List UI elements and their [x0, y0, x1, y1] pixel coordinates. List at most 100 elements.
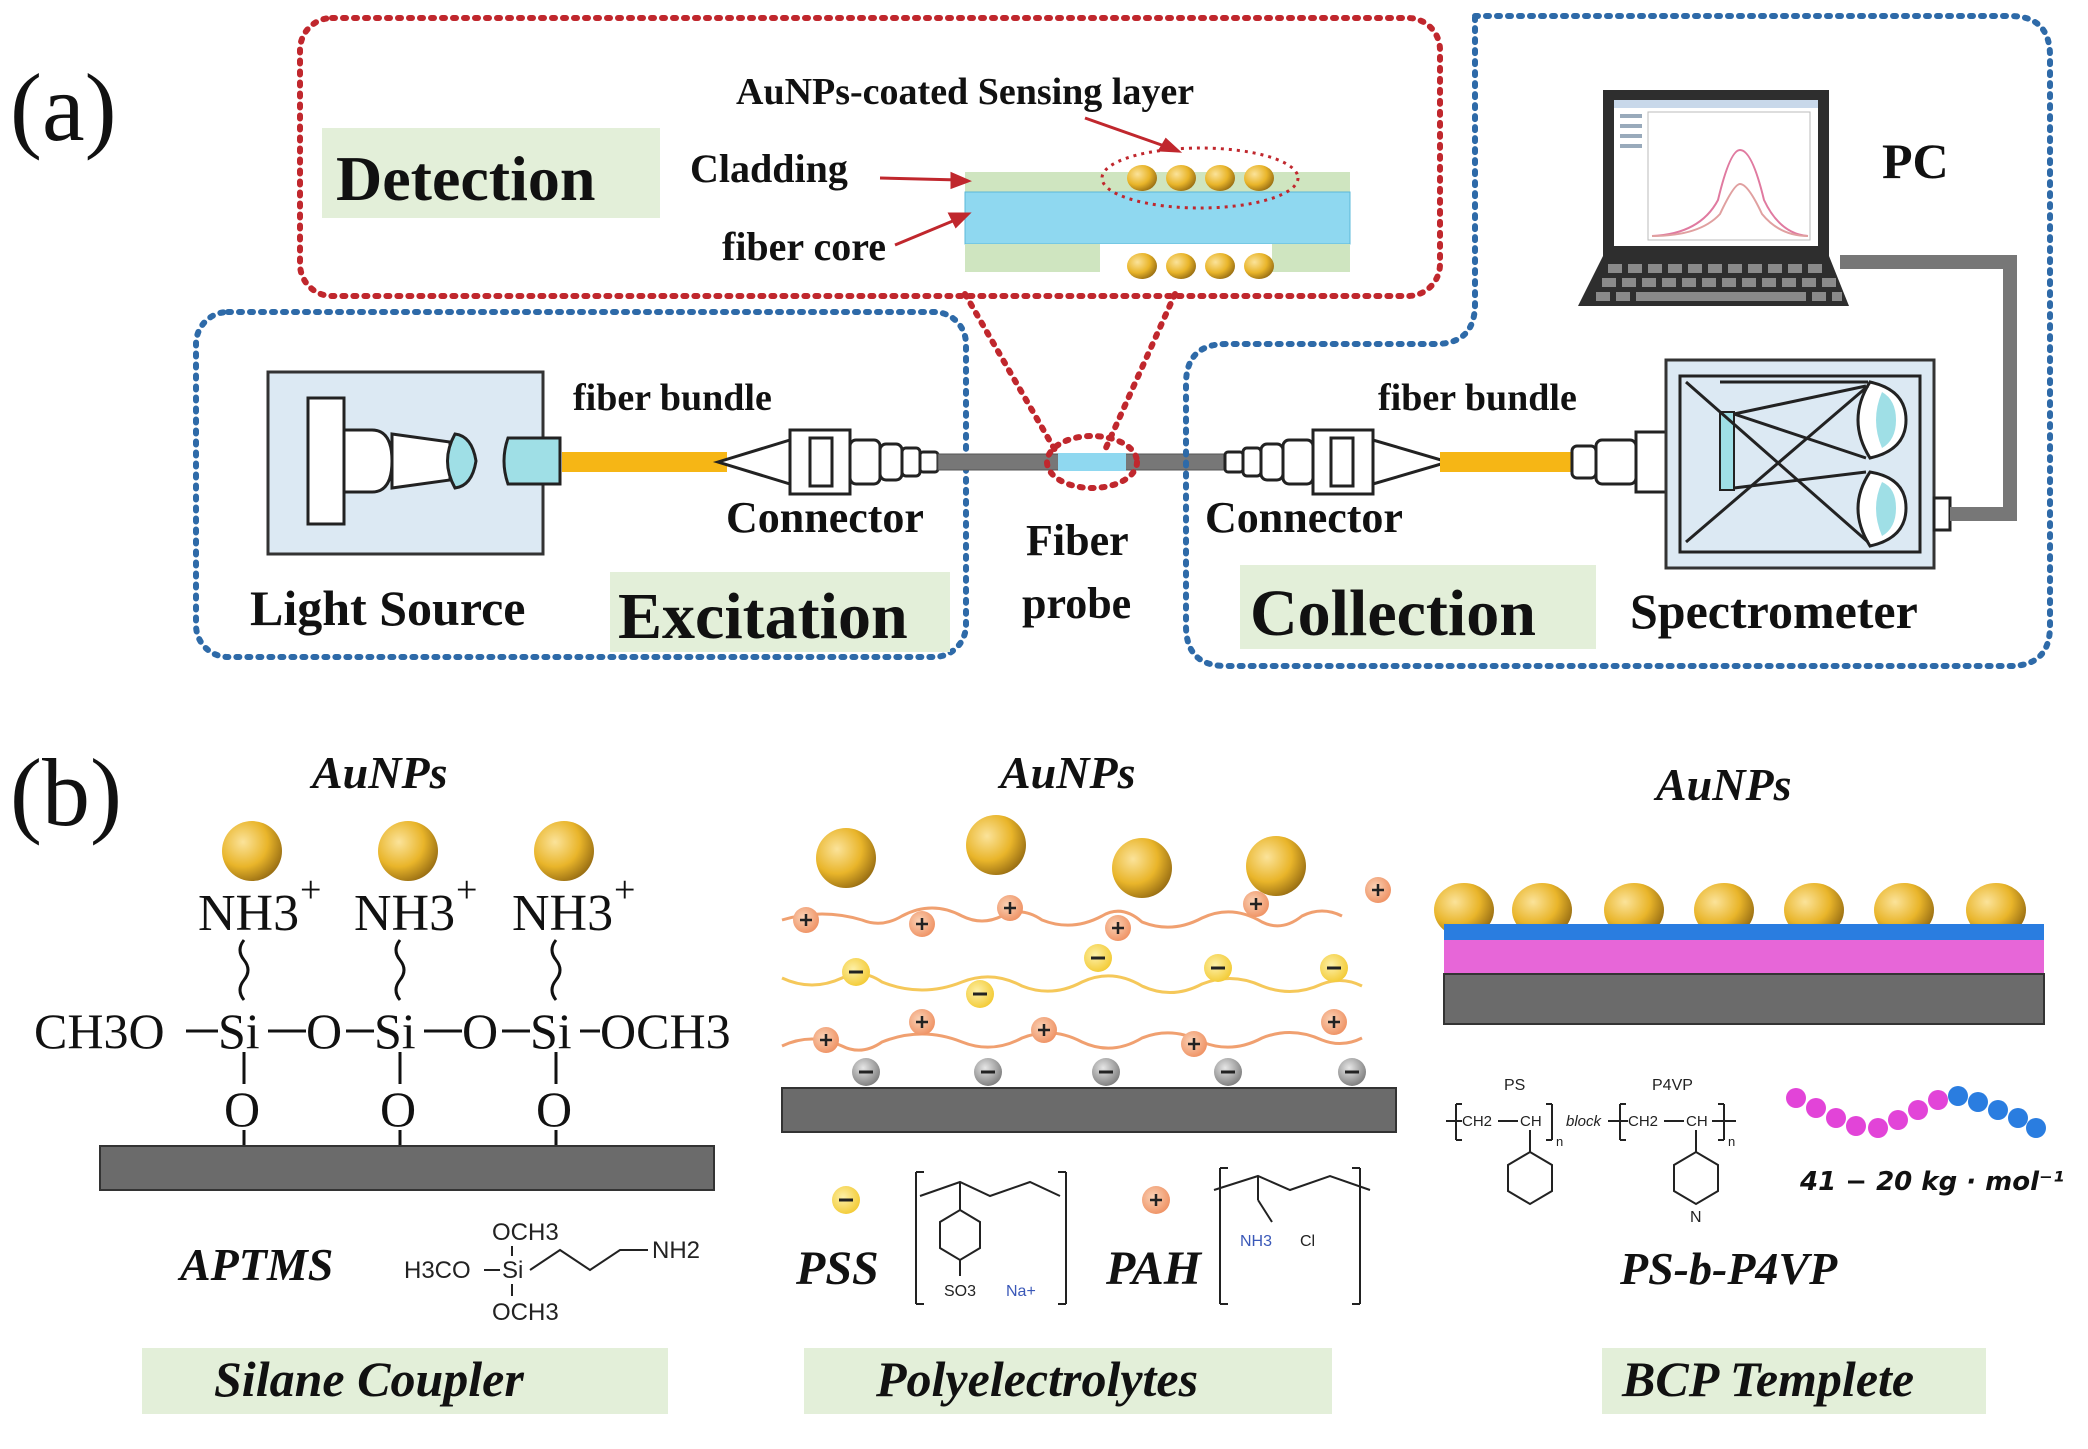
- light-source-label: Light Source: [250, 580, 526, 636]
- svg-text:O: O: [380, 1081, 416, 1137]
- svg-text:NH3: NH3: [1240, 1233, 1272, 1250]
- bcp-aunps-row: [1434, 883, 2026, 937]
- fiber-bundle-right-label: fiber bundle: [1378, 377, 1577, 419]
- polyelectrolytes-box: [804, 1348, 1332, 1414]
- aptms-structure: OCH3 H3CO Si NH2 OCH3: [404, 1219, 700, 1326]
- aunps-label-bcp: AuNPs: [1653, 759, 1791, 810]
- fiber-bundle-right: [1440, 452, 1578, 472]
- svg-text:P4VP: P4VP: [1652, 1077, 1693, 1094]
- pc-label: PC: [1882, 133, 1949, 189]
- fiber-bundle-left: [562, 452, 727, 472]
- svg-text:n: n: [1556, 1134, 1563, 1149]
- svg-text:Cl: Cl: [1300, 1233, 1315, 1250]
- siloxane-chain: CH3O Si O Si O Si OCH3 O O O: [34, 1003, 731, 1137]
- aunp: [1112, 838, 1172, 898]
- aunp: [378, 821, 438, 881]
- polymer-chains: [781, 906, 1363, 1052]
- svg-text:Na+: Na+: [1006, 1283, 1036, 1300]
- svg-text:Si: Si: [530, 1003, 572, 1059]
- svg-text:NH3: NH3: [198, 885, 299, 942]
- aunps-label-poly: AuNPs: [997, 747, 1135, 798]
- connector-left: [788, 428, 940, 496]
- svg-text:block: block: [1566, 1113, 1603, 1130]
- svg-text:+: +: [300, 869, 321, 911]
- svg-text:SO3: SO3: [944, 1283, 976, 1300]
- polyelectrolytes-column: AuNPs: [781, 747, 1397, 1414]
- connector-left-label: Connector: [726, 493, 924, 542]
- sensing-aunps-top: [1127, 165, 1274, 191]
- connector-right: [1223, 428, 1375, 496]
- fiber-probe-label-line1: Fiber: [1026, 516, 1129, 565]
- detection-title: Detection: [336, 143, 595, 214]
- positive-signs: [800, 884, 1384, 1050]
- aunp: [534, 821, 594, 881]
- nh3-group-2: NH3 +: [354, 869, 477, 942]
- silane-coupler-label: Silane Coupler: [214, 1351, 524, 1407]
- pah-structure: [1213, 1167, 1371, 1305]
- svg-text:NH3: NH3: [354, 885, 455, 942]
- bcp-template-column: AuNPs PS P4VP CH2 CH block CH2 CH n n: [1434, 759, 2064, 1414]
- fiber-core-section: [964, 191, 1351, 245]
- svg-text:+: +: [456, 869, 477, 911]
- spectrometer-label: Spectrometer: [1630, 583, 1918, 639]
- panel-b-label: (b): [10, 739, 122, 846]
- polyelectrolytes-label: Polyelectrolytes: [875, 1351, 1198, 1407]
- aunp: [966, 815, 1026, 875]
- svg-text:CH3O: CH3O: [34, 1003, 165, 1059]
- svg-text:CH2: CH2: [1462, 1113, 1492, 1130]
- excitation-title: Excitation: [618, 580, 908, 653]
- fiber-probe-circle: [1044, 433, 1140, 491]
- connector-right-label: Connector: [1205, 493, 1403, 542]
- zoom-line-right: [1102, 291, 1178, 453]
- fiber-core-label: fiber core: [722, 224, 886, 269]
- laptop-pc: [1578, 90, 1849, 306]
- lamp: [306, 396, 346, 526]
- aptms-label: APTMS: [177, 1239, 333, 1290]
- collection-panel: Collection Spectrometer fiber bundle Con…: [1183, 13, 2053, 669]
- zoom-line-left: [962, 291, 1058, 453]
- fiber-probe-core: [1058, 453, 1126, 471]
- silane-coupler-box: [142, 1348, 668, 1414]
- svg-text:OCH3: OCH3: [492, 1219, 559, 1246]
- svg-text:n: n: [1728, 1134, 1735, 1149]
- svg-text:+: +: [614, 869, 635, 911]
- fiber-probe-label-line2: probe: [1022, 579, 1131, 628]
- fiber-bundle-left-label: fiber bundle: [573, 377, 772, 419]
- excitation-label-box: [610, 572, 950, 652]
- panel-a-label: (a): [10, 54, 117, 161]
- svg-text:CH: CH: [1520, 1113, 1542, 1130]
- collection-label-box: [1240, 565, 1596, 649]
- svg-text:N: N: [1690, 1209, 1702, 1226]
- detection-panel: Detection AuNPs-coated Sensing layer Cla…: [297, 15, 1443, 453]
- substrate-bcp: [1443, 973, 2045, 1025]
- aunp: [222, 821, 282, 881]
- aunps-label-silane: AuNPs: [309, 747, 447, 798]
- svg-text:O: O: [536, 1081, 572, 1137]
- svg-text:Si: Si: [502, 1257, 523, 1284]
- sensing-layer-ellipse: [1100, 146, 1300, 210]
- svg-text:O: O: [462, 1003, 498, 1059]
- cladding-label: Cladding: [690, 146, 848, 191]
- aunp: [816, 828, 876, 888]
- svg-text:O: O: [306, 1003, 342, 1059]
- excitation-panel: Excitation Light Source fiber bundle Con…: [193, 309, 969, 660]
- bcp-molecular-weight: 41 − 20 kg · mol⁻¹: [1799, 1167, 2064, 1197]
- nh3-group-3: NH3 +: [512, 869, 635, 942]
- bcp-template-label: BCP Templete: [1621, 1351, 1914, 1407]
- svg-text:CH: CH: [1686, 1113, 1708, 1130]
- spectrometer-box: [1664, 358, 1952, 570]
- negative-signs: [849, 956, 1341, 996]
- p4vp-layer: [1444, 924, 2044, 940]
- svg-text:Si: Si: [374, 1003, 416, 1059]
- aunp: [1246, 836, 1306, 896]
- cladding-top: [965, 172, 1350, 192]
- bcp-structure: PS P4VP CH2 CH block CH2 CH n n: [1446, 1077, 1736, 1226]
- ps-b-p4vp-label: PS-b-P4VP: [1619, 1243, 1838, 1294]
- svg-text:NH3: NH3: [512, 885, 613, 942]
- svg-text:CH2: CH2: [1628, 1113, 1658, 1130]
- pah-label: PAH: [1105, 1242, 1203, 1295]
- svg-text:H3CO: H3CO: [404, 1257, 471, 1284]
- sensing-aunps-bottom: [1127, 253, 1274, 279]
- alkyl-linkers: [238, 939, 562, 1001]
- pss-structure: [915, 1171, 1067, 1305]
